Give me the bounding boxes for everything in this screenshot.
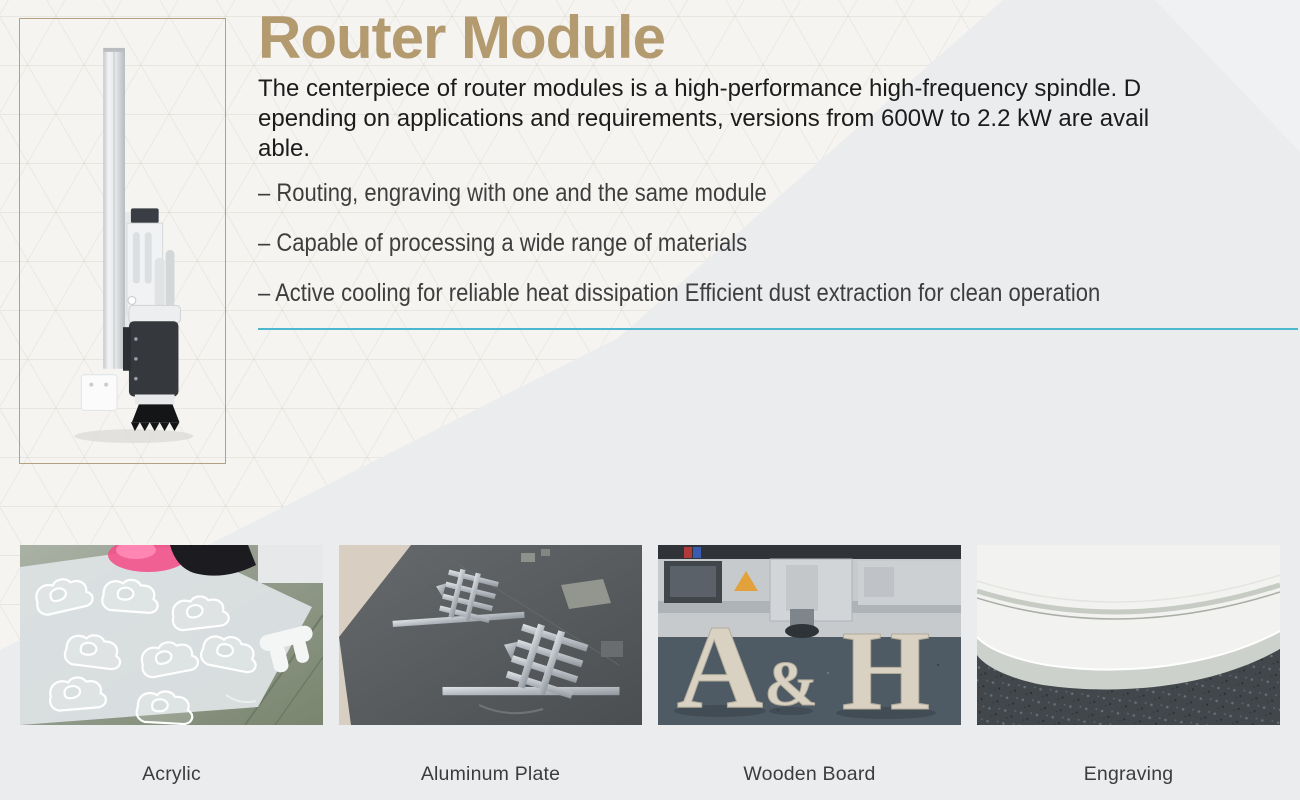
svg-text:H: H [842,607,931,725]
router-module-illustration [74,47,194,444]
aluminum-plate-photo [339,545,642,725]
page-title: Router Module [258,4,666,71]
materials-gallery: Acrylic [20,545,1280,786]
product-description: The centerpiece of router modules is a h… [258,74,1258,164]
gallery-caption: Engraving [1083,763,1174,785]
svg-text:A: A [677,600,764,725]
feature-item: – Active cooling for reliable heat dissi… [258,279,1101,307]
gallery-caption: Wooden Board [743,763,876,785]
gallery-item-acrylic: Acrylic [20,545,323,786]
acrylic-photo [20,545,323,725]
engraving-photo [977,545,1280,725]
gallery-item-wooden-board: A & H Wooden Board [658,545,961,786]
feature-list: – Routing, engraving with one and the sa… [258,178,1258,308]
gallery-item-aluminum-plate: Aluminum Plate [339,545,642,786]
svg-text:&: & [764,648,817,719]
feature-item: – Capable of processing a wide range of … [258,229,748,257]
description-line: able. [258,135,311,162]
wooden-board-photo: A & H [658,545,961,725]
description-line: The centerpiece of router modules is a h… [258,75,1142,102]
product-image-frame [19,18,226,464]
gallery-caption: Acrylic [142,763,201,785]
gallery-item-engraving: Engraving [977,545,1280,786]
gallery-caption: Aluminum Plate [420,763,561,785]
section-divider [258,328,1298,330]
feature-item: – Routing, engraving with one and the sa… [258,179,767,207]
description-line: epending on applications and requirement… [258,105,1150,132]
